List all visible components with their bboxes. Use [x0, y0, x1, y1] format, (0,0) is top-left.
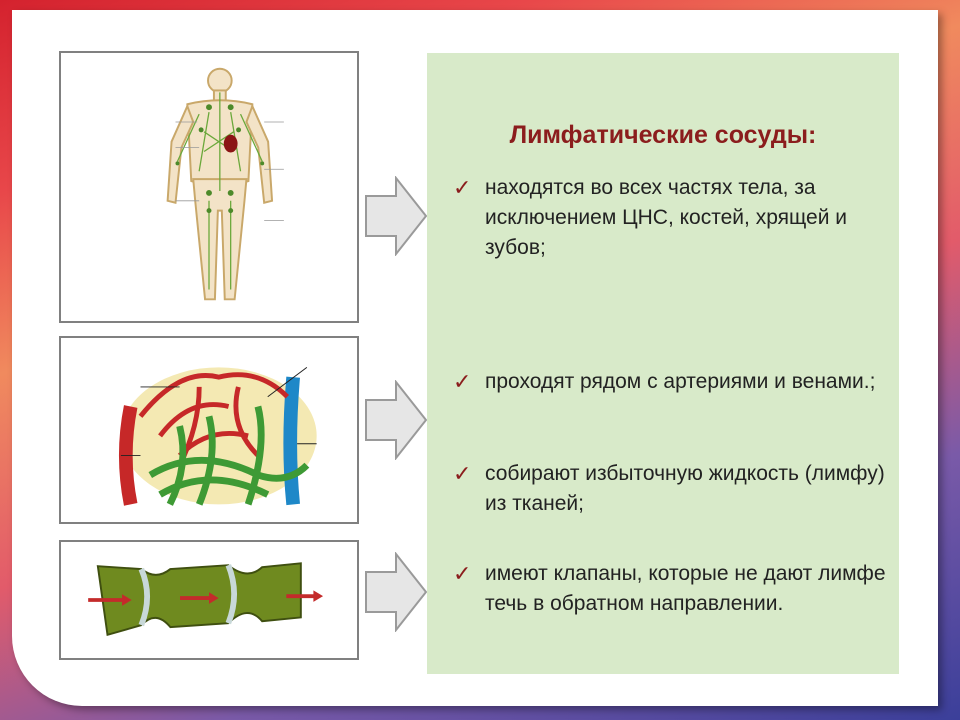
lymph-vessel-with-valves-icon	[88, 562, 324, 637]
panel-title: Лимфатические сосуды:	[509, 121, 817, 149]
checkmark-icon: ✓	[453, 369, 472, 394]
human-body-figure-icon	[166, 67, 284, 301]
capillary-network-image	[59, 336, 359, 524]
checkmark-icon: ✓	[453, 461, 472, 486]
arrow-right-icon	[364, 380, 428, 460]
bullet-item: ✓ проходят рядом с артериями и венами.;	[453, 367, 893, 397]
arrow-right-icon	[364, 552, 428, 632]
bullet-text: собирают избыточную жидкость (лимфу) из …	[485, 462, 885, 515]
bullet-item: ✓ имеют клапаны, которые не дают лимфе т…	[453, 559, 893, 619]
checkmark-icon: ✓	[453, 561, 472, 586]
bullet-text: находятся во всех частях тела, за исключ…	[485, 176, 848, 259]
blood-and-lymph-capillaries-icon	[118, 366, 317, 506]
lymphatic-system-body-image	[59, 51, 359, 323]
bullet-text: имеют клапаны, которые не дают лимфе теч…	[485, 562, 886, 615]
bullet-item: ✓ находятся во всех частях тела, за искл…	[453, 173, 893, 263]
bullet-text: проходят рядом с артериями и венами.;	[485, 370, 876, 393]
text-panel: Лимфатические сосуды: ✓ находятся во все…	[427, 53, 899, 674]
bullet-item: ✓ собирают избыточную жидкость (лимфу) и…	[453, 459, 893, 519]
lymph-vessel-valves-image	[59, 540, 359, 660]
arrow-right-icon	[364, 176, 428, 256]
checkmark-icon: ✓	[453, 175, 472, 200]
